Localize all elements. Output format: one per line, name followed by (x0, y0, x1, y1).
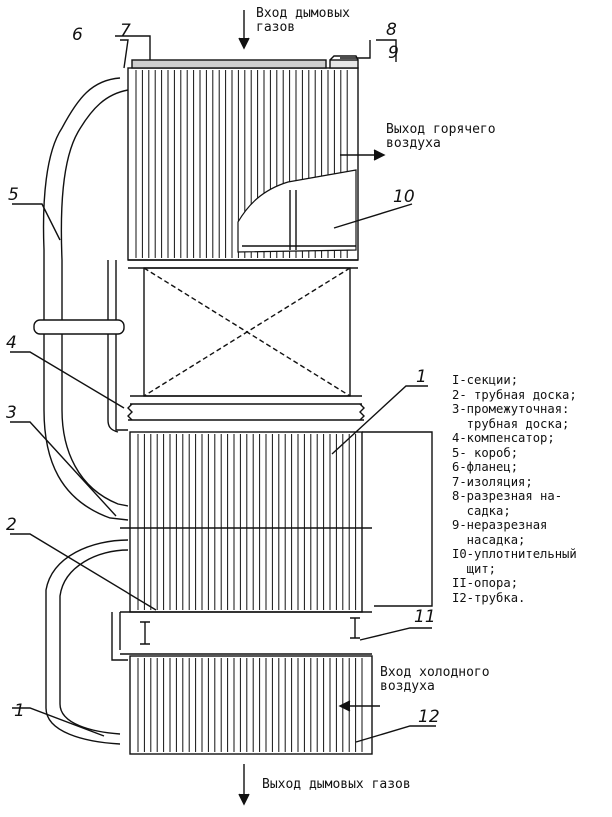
support-right (350, 617, 360, 639)
callout-5: 5 (8, 185, 19, 205)
middle-tube-bundle (137, 434, 357, 610)
legend-item: 3-промежуточная: (452, 402, 570, 416)
flue-gas-inlet-label: Вход дымовых газов (256, 6, 350, 35)
top-tube-bundle (135, 70, 348, 258)
bottom-tube-bundle (137, 658, 363, 752)
hot-air-outlet-label: Выход горячего воздуха (386, 122, 496, 151)
callout-3: 3 (6, 403, 17, 423)
legend-item: I2-трубка. (452, 590, 526, 605)
compensator-bellows (127, 403, 365, 421)
legend-item: II-опора; (452, 576, 519, 590)
cold-air-inlet-label: Вход холодного воздуха (380, 665, 490, 694)
legend-item: 5- короб; (452, 445, 519, 460)
callout-10: 10 (393, 187, 415, 207)
legend-item: I0-уплотнительный (452, 547, 577, 561)
legend-item: садка; (452, 503, 511, 518)
callout-6: 6 (72, 25, 83, 45)
legend-item: 2- трубная доска; (452, 387, 577, 402)
legend-item: насадка; (452, 532, 526, 547)
callout-4: 4 (6, 333, 17, 353)
callout-1-upper: 1 (416, 367, 427, 387)
support-left (140, 621, 150, 645)
sealing-shield (237, 169, 357, 253)
solid-nozzle (329, 59, 359, 69)
legend-item: 7-изоляция; (452, 474, 533, 489)
flue-gas-outlet-label: Выход дымовых газов (262, 777, 411, 792)
legend-item: щит; (452, 561, 497, 576)
legend-item: 4-компенсатор; (452, 431, 555, 445)
insulation-layer (131, 59, 327, 69)
bottom-tube-section (129, 655, 373, 755)
legend-item: 9-неразрезная (452, 518, 548, 532)
callout-7: 7 (120, 21, 131, 41)
callout-8: 8 (386, 20, 397, 40)
middle-tube-section (129, 431, 363, 613)
duct (42, 77, 121, 320)
callout-1-lower: 1 (14, 701, 25, 721)
callout-9: 9 (388, 43, 399, 63)
duct-flange (33, 319, 125, 335)
callout-12: 12 (418, 707, 440, 727)
callout-2: 2 (6, 515, 17, 535)
legend-item: I-секции; (452, 373, 519, 387)
legend-item: 8-разрезная на- (452, 489, 563, 503)
callout-11: 11 (414, 607, 436, 627)
legend-item: 6-фланец; (452, 460, 519, 474)
legend: I-секции; 2- трубная доска; 3-промежуточ… (452, 373, 610, 605)
legend-item: трубная доска; (452, 416, 570, 431)
